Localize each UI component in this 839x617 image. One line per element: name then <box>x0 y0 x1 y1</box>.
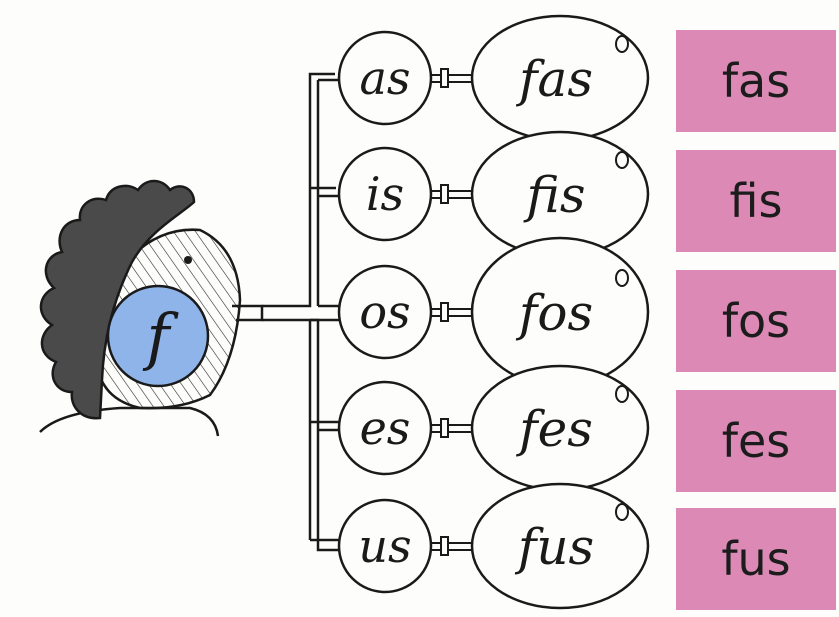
diagram-row: us fus <box>337 482 650 610</box>
child-head: f <box>39 179 242 437</box>
syllable-card-label: fus <box>721 532 791 586</box>
syllable-card-label: fes <box>721 414 791 468</box>
syllable-card: fas <box>676 30 836 132</box>
balloon-highlight-icon <box>615 269 629 287</box>
valve-connector <box>431 308 478 317</box>
ending-text: as <box>359 51 410 105</box>
diagram-row: is fis <box>337 130 650 258</box>
balloon <box>470 482 650 610</box>
eye-dot <box>184 256 192 264</box>
valve-connector <box>431 74 478 83</box>
syllable-card: fos <box>676 270 836 372</box>
syllable-text: fas <box>515 50 593 108</box>
balloon-highlight-icon <box>615 35 629 53</box>
balloon-highlight-icon <box>615 503 629 521</box>
balloon-highlight-icon <box>615 385 629 403</box>
syllable-card: fis <box>676 150 836 252</box>
shoulders <box>39 406 220 437</box>
valve-connector <box>431 424 478 433</box>
syllable-card-label: fas <box>721 54 791 108</box>
hair <box>39 179 196 420</box>
syllable-text: fos <box>515 284 593 342</box>
valve-connector <box>431 190 478 199</box>
ending-circle <box>337 264 433 360</box>
valve-knot <box>440 302 449 322</box>
valve-knot <box>440 68 449 88</box>
balloon-highlight-icon <box>615 151 629 169</box>
diagram-row: os fos <box>337 236 650 388</box>
syllable-text: fes <box>515 400 593 458</box>
valve-knot <box>440 536 449 556</box>
valve-knot <box>440 418 449 438</box>
syllable-card-label: fos <box>721 294 791 348</box>
syllable-card: fus <box>676 508 836 610</box>
diagram-row: es fes <box>337 364 650 492</box>
valve-knot <box>440 184 449 204</box>
ending-text: os <box>359 285 410 339</box>
ending-circle <box>337 380 433 476</box>
rows: as fas is fis os fos es fes us fus <box>337 14 650 610</box>
face-circle <box>106 284 210 388</box>
ending-circle <box>337 146 433 242</box>
valve-connector <box>431 542 478 551</box>
syllable-card-label: fis <box>729 174 783 228</box>
syllable-text: fus <box>514 518 594 576</box>
syllable-card: fes <box>676 390 836 492</box>
ending-circle <box>337 498 433 594</box>
ending-circle <box>337 30 433 126</box>
connector-tubes <box>232 72 342 552</box>
diagram-row: as fas <box>337 14 650 142</box>
ending-text: es <box>360 401 411 455</box>
ending-text: us <box>358 519 411 573</box>
syllable-text: fis <box>522 166 585 224</box>
ending-text: is <box>366 167 404 221</box>
